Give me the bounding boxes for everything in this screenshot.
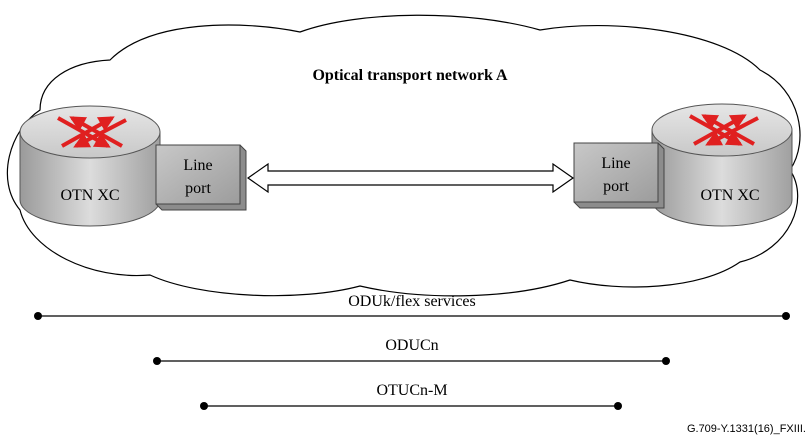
right-port-line1: Line xyxy=(601,155,630,172)
left-otn-xc: OTN XC xyxy=(19,105,161,227)
span-oduk-flex-label: ODUk/flex services xyxy=(348,293,476,310)
span-otucn-m: OTUCn-M xyxy=(200,382,622,410)
network-cloud xyxy=(6,14,801,297)
span-otucn-m-label: OTUCn-M xyxy=(376,382,447,399)
right-cylinder-body xyxy=(651,129,793,227)
network-title: Optical transport network A xyxy=(312,67,508,84)
left-port-line2: port xyxy=(185,180,211,197)
right-otn-xc: OTN XC xyxy=(651,103,793,227)
link-double-arrow xyxy=(246,162,575,194)
span-oducn: ODUCn xyxy=(153,337,670,365)
right-port-line2: port xyxy=(603,178,629,195)
right-xc-label: OTN XC xyxy=(700,187,759,204)
left-xc-label: OTN XC xyxy=(60,187,119,204)
left-port-line1: Line xyxy=(183,157,212,174)
right-router-arrows-icon xyxy=(689,114,759,146)
left-line-port: Line port xyxy=(155,144,247,211)
left-router-arrows-icon xyxy=(57,116,127,148)
right-line-port: Line port xyxy=(573,142,665,209)
figure-id: G.709-Y.1331(16)_FXIII. xyxy=(687,423,806,435)
left-cylinder-body xyxy=(19,131,161,227)
span-oducn-label: ODUCn xyxy=(385,337,438,354)
span-oduk-flex: ODUk/flex services xyxy=(34,293,790,320)
